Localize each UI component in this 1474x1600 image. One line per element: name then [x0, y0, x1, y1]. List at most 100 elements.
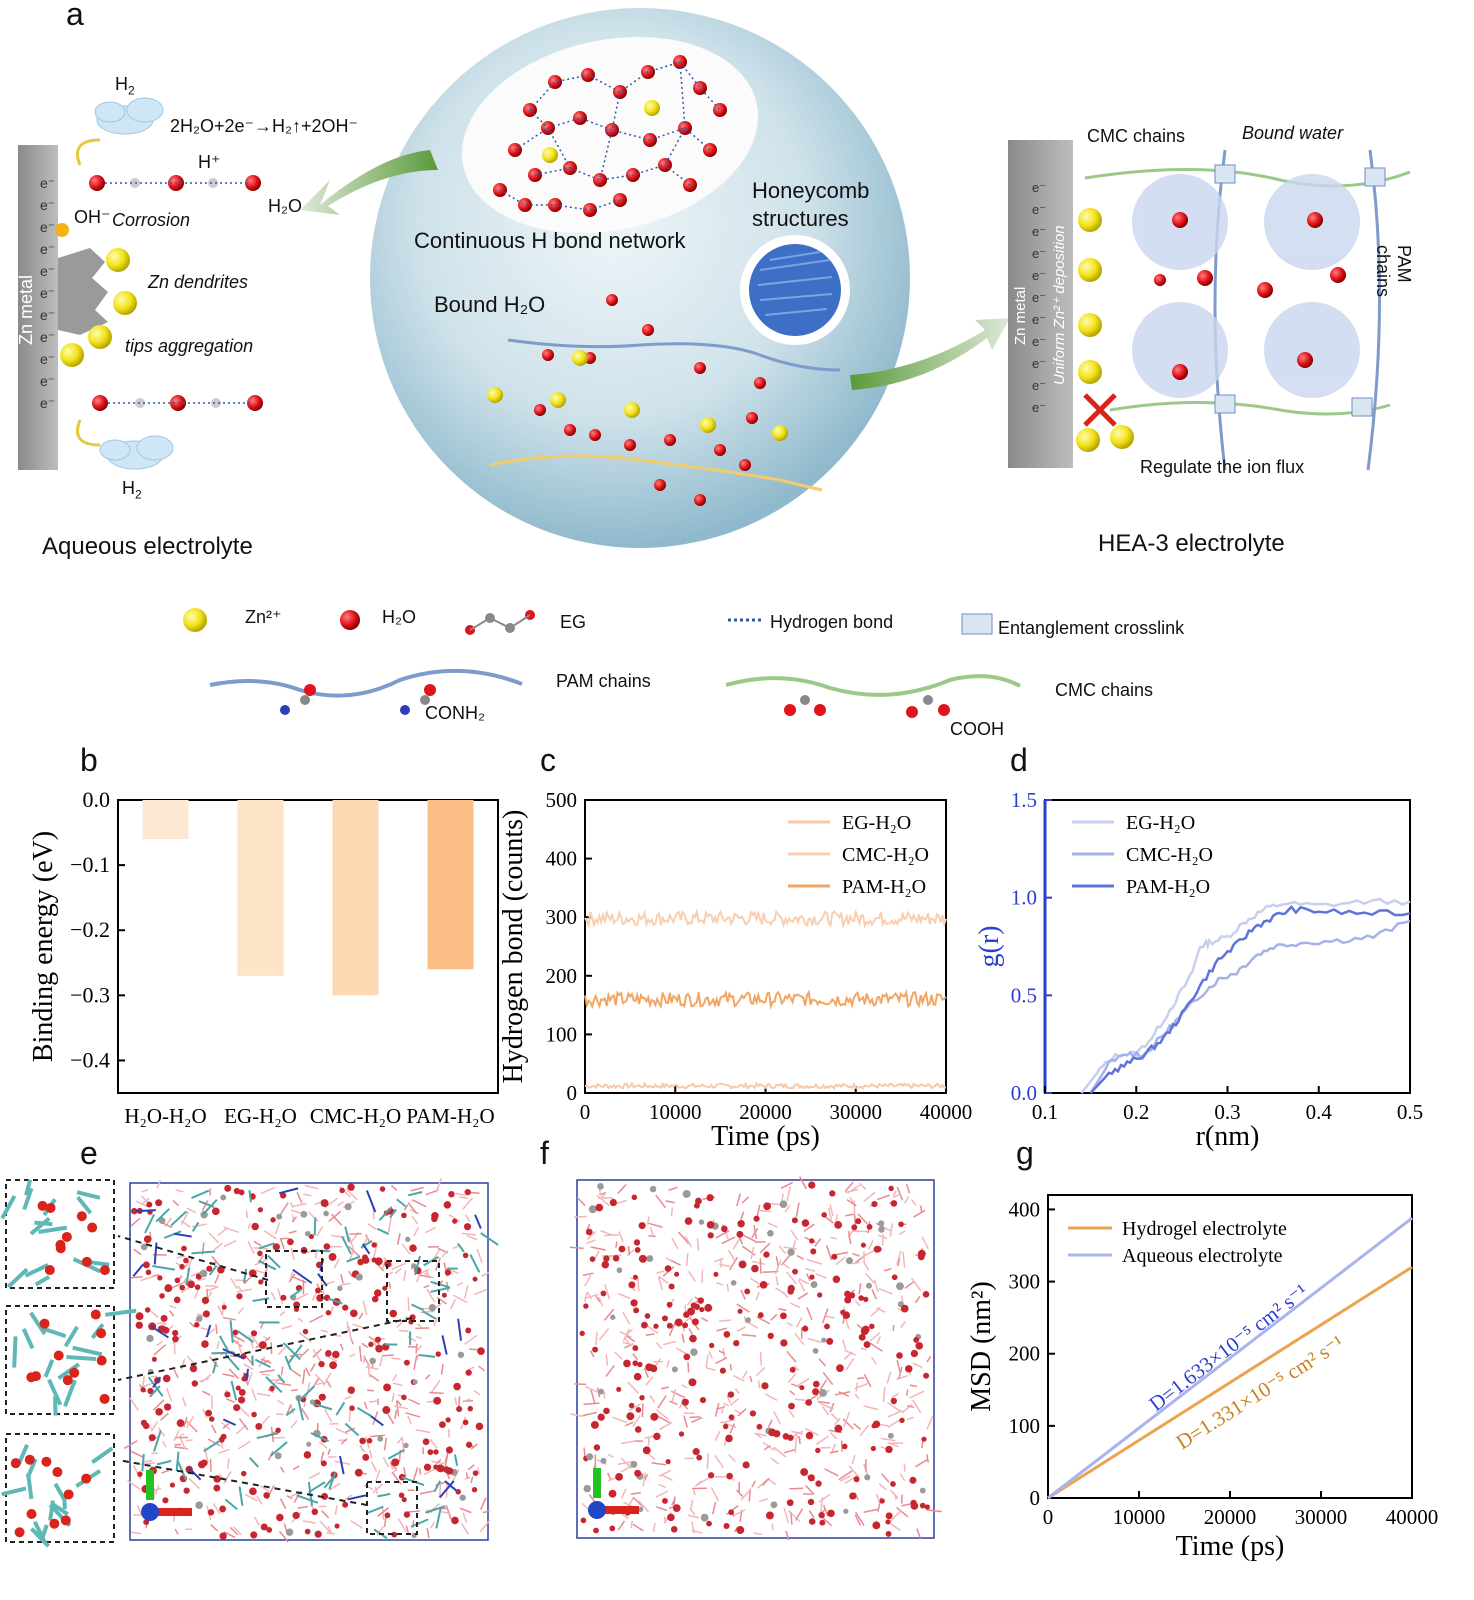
chart-b-bar-3: [427, 800, 474, 970]
panel-e-inset-atom: [55, 1239, 66, 1250]
svg-text:e⁻: e⁻: [40, 175, 55, 191]
chart-c-series-1: [584, 907, 947, 929]
panel-f-snapshot-molecules: [569, 1176, 942, 1541]
panel-e-inset-atom: [96, 1355, 107, 1366]
chart-d-xtick-label: 0.2: [1123, 1100, 1149, 1124]
chart-b-bar-2: [332, 800, 379, 996]
panel-e-inset-atom: [60, 1515, 71, 1526]
legend-hbond-label: Hydrogen bond: [770, 612, 894, 632]
left-water-chains: [89, 175, 263, 411]
chart-g-ylabel: MSD (nm²): [966, 1281, 997, 1412]
panel-e-zoom-box-2: [366, 1481, 418, 1535]
panel-e-inset-atom: [96, 1328, 107, 1339]
panel-e-inset-bond: [12, 1336, 18, 1368]
h-plus-label: H⁺: [198, 152, 221, 172]
pam-chain-sphere: [507, 338, 841, 372]
zn-dendrite-shapes: [58, 248, 108, 335]
panel-e-inset-bond: [48, 1503, 72, 1528]
svg-text:e⁻: e⁻: [40, 285, 55, 301]
panel-e-inset-bond: [57, 1362, 81, 1380]
chart-d-frame: [1044, 799, 1411, 1094]
panel-e-inset-bond: [6, 1267, 29, 1289]
chart-c-xtick-label: 30000: [830, 1100, 883, 1124]
chart-c-xlabel: Time (ps): [711, 1121, 820, 1152]
panel-e-inset-bond: [29, 1311, 47, 1336]
chart-d-ylabel: g(r): [974, 926, 1005, 968]
panel-e-zoom-box-1: [386, 1260, 440, 1322]
panel-e-inset-atom: [76, 1211, 87, 1222]
panel-e-inset-bond: [39, 1524, 49, 1541]
arrow-right: [850, 318, 1010, 390]
svg-text:e⁻: e⁻: [1032, 400, 1046, 415]
panel-e-inset-atom: [55, 1243, 66, 1254]
chart-g-legend-label-0: Hydrogel electrolyte: [1122, 1218, 1287, 1240]
svg-text:e⁻: e⁻: [40, 329, 55, 345]
panel-e-inset-bond: [30, 1527, 50, 1548]
panel-e-inset-bond: [90, 1323, 105, 1340]
panel-e-inset-atom: [81, 1256, 92, 1267]
panel-e-inset-atom: [81, 1473, 92, 1484]
chart-g-ytick-label: 400: [1009, 1197, 1041, 1221]
panel-e-inset-bond: [63, 1379, 77, 1408]
honeycomb-icon: [749, 244, 841, 336]
panel-e-inset-bond: [32, 1520, 47, 1543]
svg-text:e⁻: e⁻: [1032, 356, 1046, 371]
chart-d-xtick-label: 0.5: [1397, 1100, 1423, 1124]
panel-e-inset-bond: [39, 1325, 67, 1339]
panel-e-inset-bond: [43, 1359, 55, 1378]
chart-c-xtick-label: 10000: [649, 1100, 702, 1124]
panel-f-snapshot-frame: [576, 1179, 935, 1539]
legend-cooh-label: COOH: [950, 719, 1004, 739]
chart-g-annotation-hydrogel: D=1.331×10⁻⁵ cm² s⁻¹: [1172, 1330, 1348, 1454]
chart-c-frame: [584, 799, 947, 1094]
svg-text:e⁻: e⁻: [1032, 334, 1046, 349]
legend-eg-label: EG: [560, 612, 587, 632]
chart-g-ytick-label: 100: [1009, 1414, 1041, 1438]
chart-b-bar-0: [142, 800, 189, 840]
chart-d-legend-label-2: PAM-H₂O: [1126, 876, 1210, 898]
legend-zn-label: Zn²⁺: [245, 607, 282, 627]
svg-text:e⁻: e⁻: [1032, 224, 1046, 239]
panel-e-inset-bond: [105, 1308, 137, 1317]
svg-text:e⁻: e⁻: [40, 351, 55, 367]
panel-e-inset-bond: [17, 1443, 29, 1465]
panel-e-inset-bond: [25, 1458, 38, 1479]
panel-a-illustration: e⁻e⁻e⁻e⁻ e⁻e⁻e⁻e⁻ e⁻e⁻e⁻ e⁻e⁻e⁻e⁻ e⁻e⁻e⁻…: [18, 8, 1411, 718]
chart-d-ytick-label: 1.5: [1011, 788, 1037, 812]
regulate-ion-flux-label: Regulate the ion flux: [1140, 457, 1305, 477]
chart-b-category-1: EG-H₂O: [224, 1104, 297, 1128]
panel-e-inset-atom: [37, 1200, 48, 1211]
oh-label: OH⁻: [74, 207, 111, 227]
legend-cmc-groups: [784, 695, 950, 718]
chart-d-ytick-label: 0.0: [1011, 1081, 1037, 1105]
svg-text:e⁻: e⁻: [1032, 180, 1046, 195]
chart-d-xtick-label: 0.4: [1306, 1100, 1333, 1124]
panel-e-inset-atom: [69, 1367, 80, 1378]
panel-e-inset-atom: [45, 1202, 56, 1213]
chart-c-ytick-label: 200: [546, 964, 578, 988]
panel-e-inset-atom: [26, 1372, 37, 1383]
panel-e-inset-bond: [76, 1190, 101, 1200]
panel-e-snapshot-frame: [129, 1182, 489, 1541]
svg-text:e⁻: e⁻: [1032, 290, 1046, 305]
chart-c-xtick-label: 20000: [739, 1100, 792, 1124]
panel-c-label: c: [540, 742, 556, 778]
chart-b-ytick-label: −0.4: [70, 1047, 110, 1072]
tips-aggregation-label: tips aggregation: [125, 336, 254, 356]
svg-text:e⁻: e⁻: [40, 197, 55, 213]
chart-c-legend-label-2: PAM-H₂O: [842, 876, 926, 898]
chart-c-xtick-label: 0: [580, 1100, 591, 1124]
panel-e-inset-atom: [30, 1371, 41, 1382]
chart-c-legend-label-0: EG-H₂O: [842, 812, 911, 834]
chart-c-series-0: [584, 1081, 947, 1091]
right-zn-ions: [1076, 208, 1134, 452]
zn-metal-electrode-right: [1008, 140, 1073, 468]
legend-h2o-label: H₂O: [382, 607, 416, 627]
chart-c-series-2: [584, 989, 947, 1011]
chart-d-ytick-label: 0.5: [1011, 983, 1037, 1007]
legend-cmc-chain: [725, 674, 1021, 697]
panel-e-snapshot-axis-y-icon: [146, 1470, 154, 1500]
chart-b-category-0: H₂O-H₂O: [124, 1104, 206, 1128]
panel-e-inset-atom: [10, 1458, 21, 1469]
uniform-deposition-label: Uniform Zn²⁺ deposition: [1051, 225, 1068, 385]
